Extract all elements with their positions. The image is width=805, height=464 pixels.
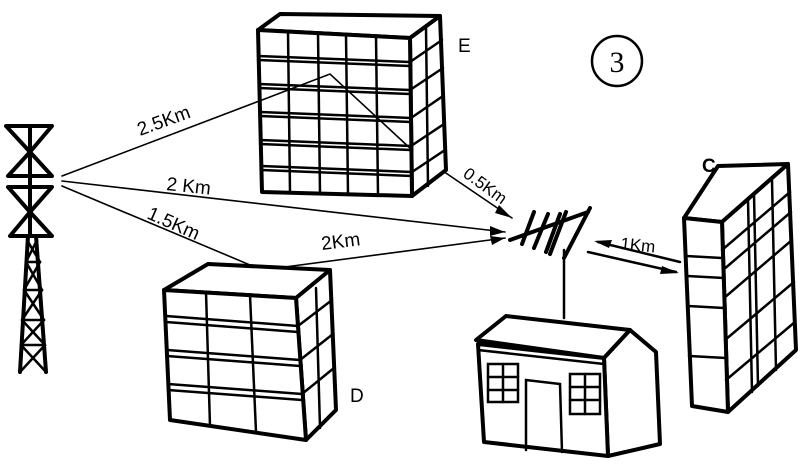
antenna-icon [508, 206, 592, 320]
figure-number: 3 [610, 46, 625, 79]
label-e-to-antenna: 0.5Km [460, 164, 511, 208]
label-tower-to-antenna: 2 Km [165, 174, 211, 200]
building-c-label: C [702, 156, 716, 177]
building-d-icon [162, 262, 338, 442]
label-tower-to-e: 2.5Km [135, 102, 194, 141]
arrowhead-d [490, 236, 505, 245]
path-tower-to-antenna [61, 180, 506, 233]
label-tower-to-d: 1.5Km [144, 203, 203, 245]
transmission-tower-icon [4, 124, 54, 374]
building-e-label: E [458, 36, 471, 57]
arrowhead-tower [490, 226, 505, 236]
path-c-to-antenna-top [596, 240, 682, 264]
building-d-label: D [350, 386, 364, 407]
signal-paths [61, 99, 682, 274]
path-tower-to-d [61, 185, 263, 271]
house-icon [474, 314, 662, 458]
figure-number-circle [590, 34, 644, 88]
path-d-to-antenna [261, 237, 506, 271]
path-c-to-antenna-bottom [586, 250, 678, 274]
arrowhead-c-left [594, 240, 612, 248]
figure-number-badge: 3 [590, 34, 644, 88]
building-c-icon [682, 162, 798, 414]
path-tower-to-e [61, 99, 263, 177]
label-c-antenna: 1Km [620, 234, 657, 257]
building-e-icon [256, 12, 448, 198]
arrowhead-e [495, 205, 512, 218]
arrowhead-c-right [660, 266, 679, 274]
label-d-to-antenna: 2Km [320, 229, 361, 255]
